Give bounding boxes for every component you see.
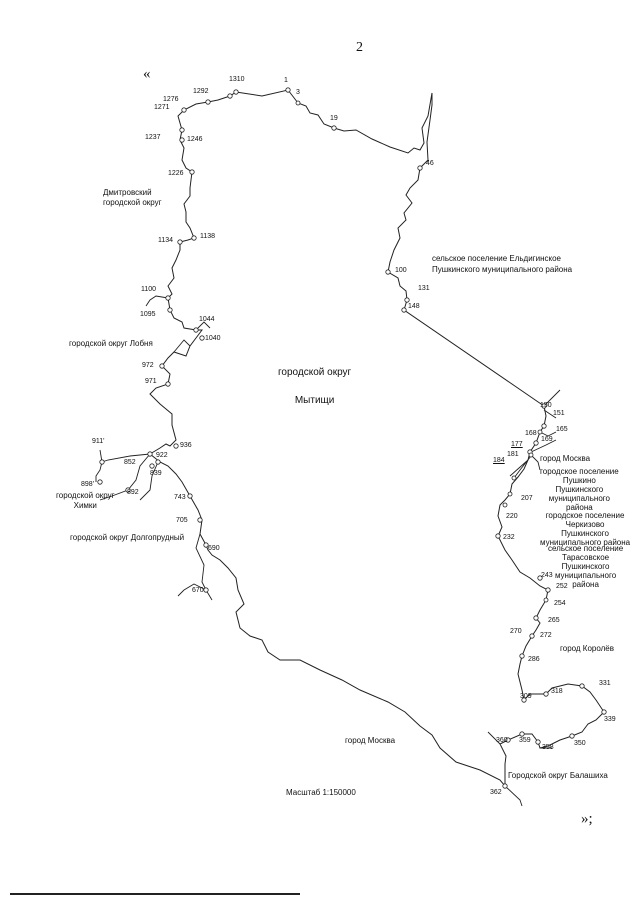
point-label: 1226 <box>168 170 184 177</box>
point-label: 168 <box>525 430 537 437</box>
area-label-dmitrovsky: Дмитровский городской округ <box>103 188 162 207</box>
point-label: 100 <box>395 267 407 274</box>
opening-quote: « <box>143 66 151 82</box>
map-scale: Масштаб 1:150000 <box>286 788 356 797</box>
point-label: 362 <box>490 789 502 796</box>
point-label: 331 <box>599 680 611 687</box>
point-label: 922 <box>156 452 168 459</box>
point-label: 177 <box>511 441 523 448</box>
point-label: 254 <box>554 600 566 607</box>
point-label: 936 <box>180 442 192 449</box>
point-label: 207 <box>521 495 533 502</box>
area-label-korolev: город Королёв <box>560 644 615 653</box>
area-label-dolgoprudny: городской округ Долгопрудный <box>70 533 185 542</box>
area-label-mytishchi: городской округ Мытищи <box>278 367 352 406</box>
area-label-khimki: городской округ Химки <box>56 491 115 510</box>
area-label-cherkizovo: городское поселение Черкизово Пушкинског… <box>540 511 631 547</box>
point-label: 286 <box>528 656 540 663</box>
point-label: 181 <box>507 451 519 458</box>
mytishchi-boundary <box>149 89 605 788</box>
branch-south <box>487 731 552 807</box>
point-label: 131 <box>418 285 430 292</box>
point-label: 852 <box>124 459 136 466</box>
point-label: 350 <box>574 740 586 747</box>
point-label: 232 <box>503 534 515 541</box>
point-label: 148 <box>408 303 420 310</box>
area-label-eldiginskoe: сельское поселение Ельдигинское Пушкинск… <box>432 254 573 274</box>
point-label: 911' <box>92 438 105 445</box>
area-label-balashikha: Городской округ Балашиха <box>508 771 608 780</box>
point-label: 339 <box>604 716 616 723</box>
point-label: 169 <box>541 436 553 443</box>
point-label: 1 <box>284 77 288 84</box>
point-label: 1040 <box>205 335 221 342</box>
point-label: 220 <box>506 513 518 520</box>
point-label: 165 <box>556 426 568 433</box>
point-label: 252 <box>556 583 568 590</box>
point-label: 272 <box>540 632 552 639</box>
point-label: 1138 <box>200 233 216 240</box>
point-label: 1095 <box>140 311 156 318</box>
branch-north-west <box>145 295 211 353</box>
point-label: 1271 <box>154 104 170 111</box>
point-label: 1044 <box>199 316 215 323</box>
point-label: 971 <box>145 378 157 385</box>
point-label: 1134 <box>158 237 174 244</box>
point-label: 839 <box>150 470 162 477</box>
area-label-tarasovskoe: сельское поселение Тарасовское Пушкинско… <box>548 544 624 589</box>
area-label-pushkino: городское поселение Пушкино Пушкинского … <box>540 467 619 512</box>
point-label: 1100 <box>141 286 157 293</box>
point-label: 670 <box>192 587 204 594</box>
point-label: 360 <box>496 737 508 744</box>
point-label: 318 <box>551 688 563 695</box>
area-label-lobnya: городской округ Лобня <box>69 339 153 348</box>
scan-edge-line <box>10 893 300 895</box>
branch-moscow-ne <box>509 389 561 479</box>
point-label: 358 <box>542 744 554 751</box>
closing-quote: »; <box>581 811 593 827</box>
point-label: 705 <box>176 517 188 524</box>
point-label: 184 <box>493 457 505 464</box>
point-label: 3 <box>296 89 300 96</box>
point-label: 972 <box>142 362 154 369</box>
point-label: 270 <box>510 628 522 635</box>
point-label: 892 <box>127 489 139 496</box>
point-label: 150 <box>540 402 552 409</box>
page-number: 2 <box>356 40 363 55</box>
point-label: 898' <box>81 481 95 488</box>
point-label: 46 <box>426 160 434 167</box>
area-label-moscow-s: город Москва <box>345 736 396 745</box>
point-label: 1310 <box>229 76 245 83</box>
point-label: 743 <box>174 494 186 501</box>
point-label: 151 <box>553 410 565 417</box>
point-label: 1292 <box>193 88 209 95</box>
point-label: 1237 <box>145 134 161 141</box>
area-label-moscow-ne: город Москва <box>540 454 591 463</box>
point-label: 19 <box>330 115 338 122</box>
point-label: 265 <box>548 617 560 624</box>
point-label: 243 <box>541 572 553 579</box>
point-label: 1276 <box>163 96 179 103</box>
point-markers <box>97 87 607 789</box>
point-label: 690 <box>208 545 220 552</box>
point-label: 1246 <box>187 136 203 143</box>
point-label: 359 <box>519 737 531 744</box>
point-label: 309 <box>520 693 532 700</box>
